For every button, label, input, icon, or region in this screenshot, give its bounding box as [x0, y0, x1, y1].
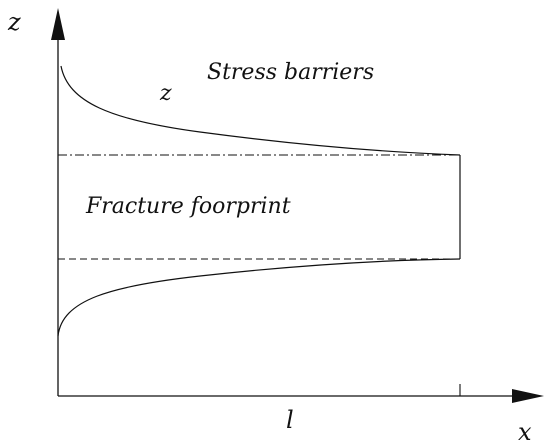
- y-axis-label: z: [7, 8, 21, 36]
- z-axis-arrowhead: [51, 8, 65, 40]
- stress-barriers-label: Stress barriers: [207, 60, 374, 85]
- x-axis-arrowhead: [512, 389, 544, 403]
- upper-height-curve: [60, 65, 461, 156]
- lower-height-curve: [57, 258, 461, 337]
- curve-label: z: [159, 81, 172, 106]
- fracture-footprint-label: Fracture foorprint: [85, 194, 291, 219]
- x-axis-label: x: [518, 418, 532, 446]
- length-label: l: [286, 406, 294, 434]
